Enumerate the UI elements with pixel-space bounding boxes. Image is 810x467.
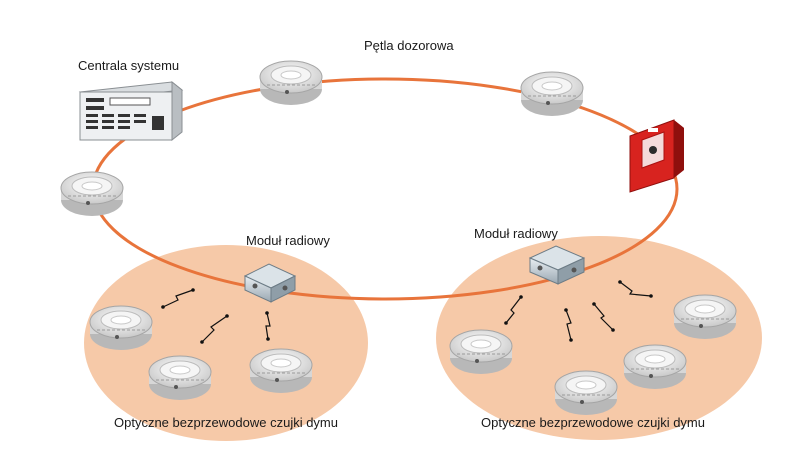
- central-label: Centrala systemu: [78, 58, 180, 73]
- loop-label: Pętla dozorowa: [364, 38, 454, 53]
- smoke-detector-icon: [449, 329, 513, 375]
- smoke-detector-icon: [60, 171, 124, 217]
- smoke-detector-icon: [259, 60, 323, 106]
- smoke-detector-icon: [673, 294, 737, 340]
- smoke-detector-icon: [249, 348, 313, 394]
- smoke-detector-icon: [623, 344, 687, 390]
- control-panel-icon: [78, 80, 184, 142]
- sensors-label-right: Optyczne bezprzewodowe czujki dymu: [481, 415, 705, 430]
- module-label-right: Moduł radiowy: [474, 226, 558, 241]
- smoke-detector-icon: [520, 71, 584, 117]
- radio-signal-icon: [162, 281, 652, 343]
- radio-module-icon: [243, 263, 297, 303]
- smoke-detector-icon: [148, 355, 212, 401]
- smoke-detector-icon: [554, 370, 618, 416]
- radio-module-icon: [528, 245, 586, 285]
- radio-signal-icon: [161, 280, 653, 344]
- manual-call-point-icon: [629, 119, 684, 193]
- sensors-label-left: Optyczne bezprzewodowe czujki dymu: [114, 415, 338, 430]
- module-label-left: Moduł radiowy: [246, 233, 330, 248]
- smoke-detector-icon: [89, 305, 153, 351]
